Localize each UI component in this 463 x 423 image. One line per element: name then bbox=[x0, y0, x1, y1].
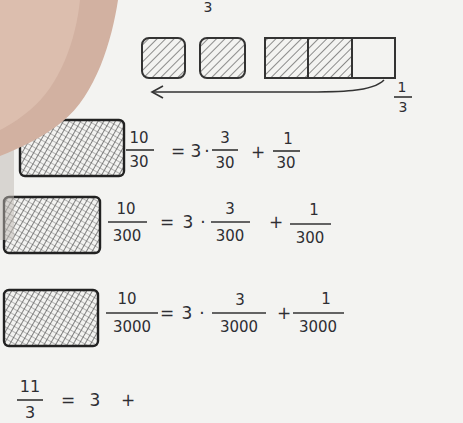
finger bbox=[0, 0, 118, 156]
handwritten-number: = bbox=[171, 143, 185, 160]
handwritten-number: 10 bbox=[117, 292, 136, 307]
handwritten-number: 3 bbox=[220, 131, 230, 146]
fraction-bar bbox=[273, 150, 300, 152]
handwritten-number: 30 bbox=[215, 156, 234, 171]
curved-arrow bbox=[152, 80, 384, 92]
handwritten-number: + bbox=[251, 144, 265, 161]
fraction-bar bbox=[290, 223, 331, 225]
fraction-bar bbox=[108, 221, 147, 223]
handwritten-number: = bbox=[160, 214, 174, 231]
handwritten-number: 3 bbox=[90, 392, 101, 409]
handwritten-number: 10 bbox=[116, 202, 135, 217]
fraction-bar bbox=[211, 221, 250, 223]
hatched-square bbox=[4, 197, 100, 253]
handwritten-number: + bbox=[277, 305, 291, 322]
fraction-bar bbox=[17, 399, 43, 401]
hatched-square bbox=[4, 290, 98, 346]
handwritten-number: 3000 bbox=[299, 320, 337, 335]
handwritten-number: 1 bbox=[321, 292, 331, 307]
whole-square bbox=[200, 38, 245, 78]
handwritten-number: 1 bbox=[283, 132, 293, 147]
fraction-bar bbox=[106, 312, 158, 314]
handwritten-number: 10 bbox=[129, 131, 148, 146]
handwritten-number: 300 bbox=[296, 231, 325, 246]
arrow-head bbox=[152, 86, 163, 98]
handwritten-number: · bbox=[199, 305, 204, 322]
handwritten-number: 30 bbox=[129, 155, 148, 170]
divider bbox=[351, 38, 353, 78]
handwritten-number: 3 bbox=[182, 305, 193, 322]
handwritten-number: 3000 bbox=[113, 320, 151, 335]
handwritten-number: 1 bbox=[398, 80, 407, 94]
split-square bbox=[265, 38, 395, 78]
handwritten-number: + bbox=[269, 214, 283, 231]
divider bbox=[307, 38, 309, 78]
handwritten-number: 3 bbox=[183, 214, 194, 231]
handwritten-number: + bbox=[121, 392, 135, 409]
fraction-bar bbox=[394, 96, 412, 98]
handwritten-number: 300 bbox=[216, 229, 245, 244]
handwritten-number: 3 bbox=[204, 0, 213, 14]
handwritten-number: · bbox=[204, 143, 209, 160]
handwritten-number: = bbox=[61, 392, 75, 409]
handwritten-number: 300 bbox=[113, 229, 142, 244]
fraction-bar bbox=[126, 149, 154, 151]
handwritten-number: · bbox=[200, 214, 205, 231]
finger-highlight bbox=[0, 0, 80, 130]
fraction-bar bbox=[293, 312, 344, 314]
fraction-bar bbox=[212, 149, 238, 151]
handwritten-number: 3 bbox=[25, 405, 35, 421]
whole-square bbox=[142, 38, 185, 78]
handwritten-number: 3 bbox=[235, 293, 245, 308]
handwritten-number: 3 bbox=[225, 202, 235, 217]
shaded-thirds bbox=[265, 38, 352, 78]
handwritten-number: 1 bbox=[309, 203, 319, 218]
handwritten-number: 3 bbox=[191, 143, 202, 160]
handwritten-number: = bbox=[160, 305, 174, 322]
handwritten-number: 11 bbox=[20, 379, 40, 395]
handwritten-number: 3 bbox=[399, 100, 408, 114]
handwritten-number: 30 bbox=[276, 156, 295, 171]
handwritten-number: 3000 bbox=[220, 320, 258, 335]
fraction-bar bbox=[212, 312, 266, 314]
